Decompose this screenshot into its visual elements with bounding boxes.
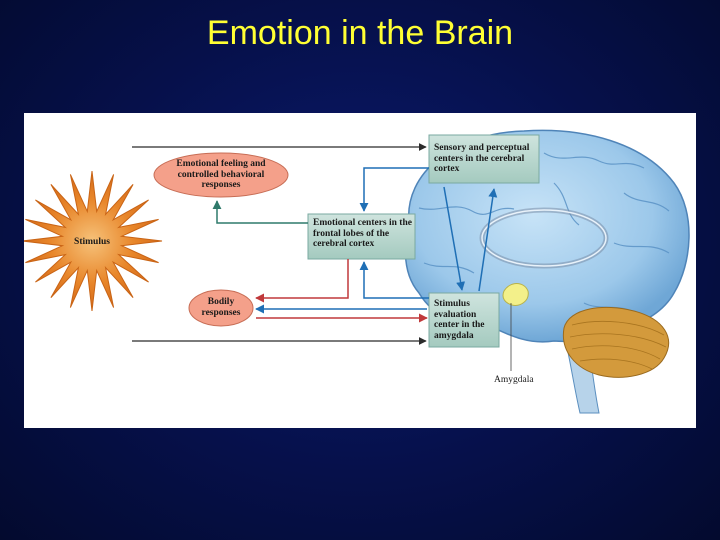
stimulus-burst-icon <box>24 170 163 312</box>
bodily-responses-oval <box>188 289 254 327</box>
sensory-centers-label: Sensory and perceptual centers in the ce… <box>434 143 530 174</box>
diagram-canvas <box>24 129 690 414</box>
emotional-feeling-oval <box>153 152 289 198</box>
emotional-feeling-label: Emotional feeling and controlled behavio… <box>176 159 266 190</box>
frontal-centers-label: Emotional centers in the frontal lobes o… <box>313 218 412 249</box>
slide-title: Emotion in the Brain <box>206 14 514 52</box>
amygdala-center-label: Stimulus evaluation center in the amygda… <box>434 299 485 341</box>
frontal-centers-box <box>307 213 416 260</box>
emotion-brain-diagram: Stimulus Emotional feeling and controlle… <box>24 113 696 428</box>
amygdala-center-box <box>428 292 500 348</box>
stimulus-label: Stimulus <box>74 237 110 247</box>
bodily-responses-label: Bodily responses <box>201 297 241 318</box>
amygdala-label: Amygdala <box>494 375 534 385</box>
sensory-centers-box <box>428 134 540 184</box>
flow-arrows <box>132 143 512 371</box>
